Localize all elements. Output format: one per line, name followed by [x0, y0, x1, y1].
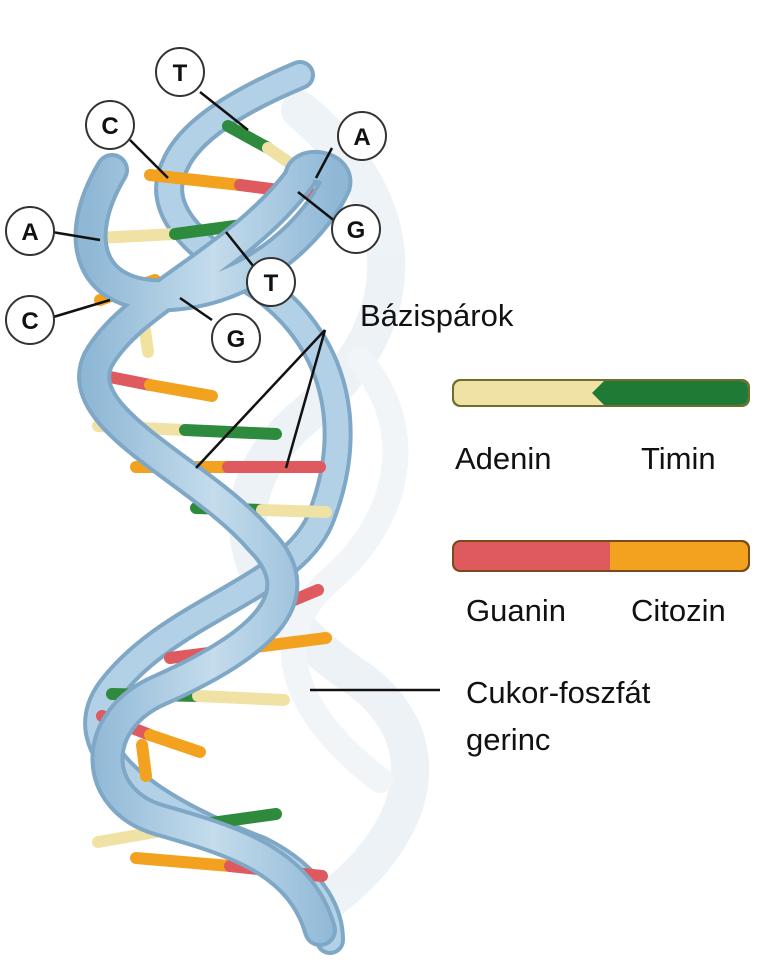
nucleotide-circle: A	[337, 111, 387, 161]
legend-bar-guanine-cytosine	[452, 540, 750, 572]
base-pair-rod	[136, 739, 152, 782]
nucleotide-circle: G	[211, 313, 261, 363]
callout-lines	[49, 91, 440, 692]
nucleotide-circle: C	[85, 100, 135, 150]
nucleotide-labels: T C A G A T C G	[5, 47, 387, 363]
legend-adenine-label: Adenin	[455, 441, 552, 476]
nucleotide-circle: A	[5, 206, 55, 256]
base-pairs-pointer-line	[284, 329, 327, 469]
label-backbone-line1: Cukor-foszfát	[466, 675, 651, 710]
nucleotide-letter: T	[264, 270, 279, 297]
nucleotide-letter: A	[21, 219, 38, 246]
legend-cytosine-label: Citozin	[631, 593, 726, 628]
nucleotide-circle: T	[155, 47, 205, 97]
backbone-strand-front	[73, 149, 353, 947]
nucleotide-circle: C	[5, 295, 55, 345]
legend-guanine-label: Guanin	[466, 593, 566, 628]
nucleotide-letter: A	[353, 124, 370, 151]
nucleotide-letter: G	[227, 326, 246, 353]
nucleotide-letter: C	[21, 308, 38, 335]
base-pair-rod	[139, 324, 154, 358]
base-pairs-pointer-line	[195, 329, 326, 469]
nucleotide-circle: T	[246, 257, 296, 307]
legend-bar-adenine-thymine	[452, 379, 750, 407]
legend-thymine-label: Timin	[641, 441, 716, 476]
nucleotide-letter: T	[173, 60, 188, 87]
nucleotide-circle: G	[331, 204, 381, 254]
label-base-pairs: Bázispárok	[360, 298, 514, 333]
base-pair-rod	[94, 369, 218, 402]
label-backbone-line2: gerinc	[466, 722, 551, 757]
nucleotide-letter: C	[101, 113, 118, 140]
nucleotide-letter: G	[347, 217, 366, 244]
